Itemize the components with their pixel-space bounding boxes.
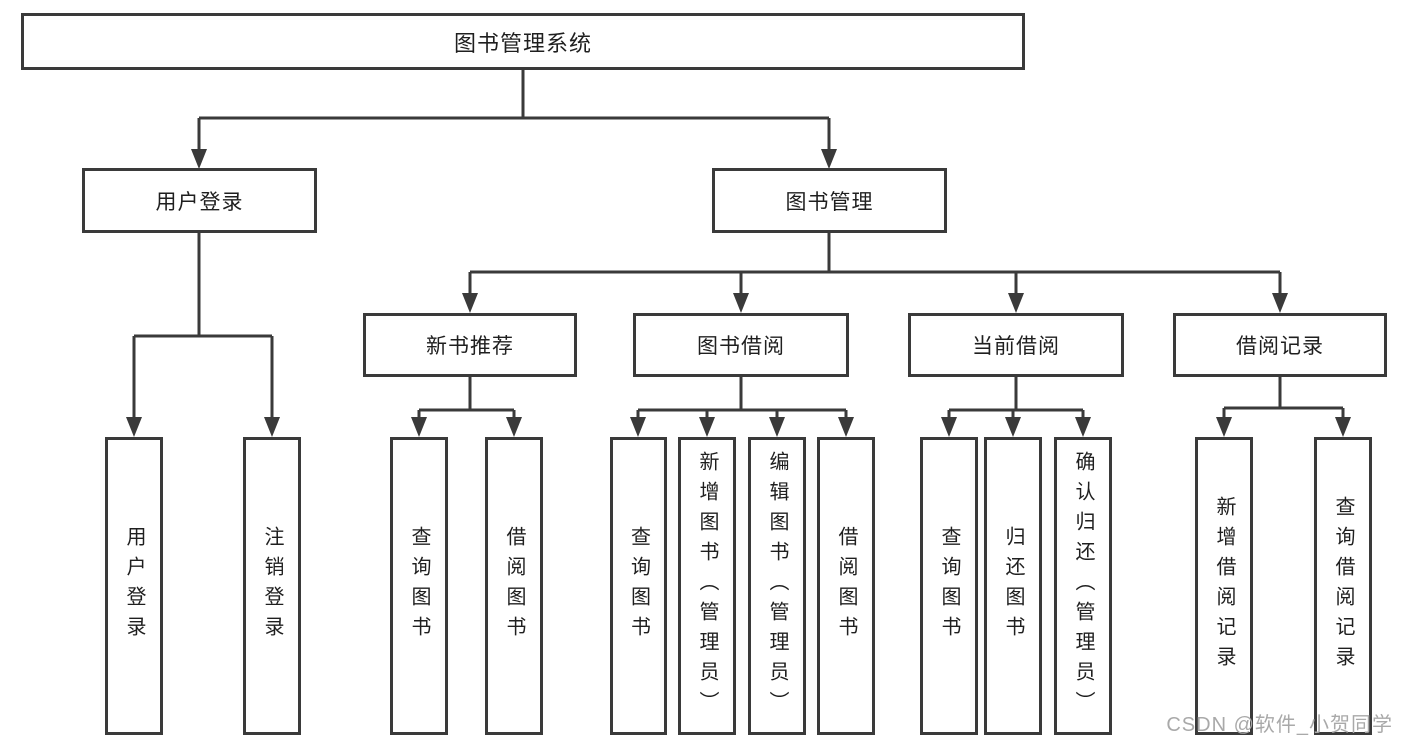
leaf-current-confirm-return-admin: 确认归还（管理员） <box>1054 437 1112 735</box>
arrowhead <box>1008 293 1024 313</box>
leaf-records-add-record: 新增借阅记录 <box>1195 437 1253 735</box>
arrowhead <box>506 417 522 437</box>
leaf-borrow-borrow-books: 借阅图书 <box>817 437 875 735</box>
arrowhead <box>630 417 646 437</box>
node-book-management: 图书管理 <box>712 168 947 233</box>
node-new-book-recommend: 新书推荐 <box>363 313 577 377</box>
arrowhead <box>1335 417 1351 437</box>
leaf-user-login: 用户登录 <box>105 437 163 735</box>
connector-current-branch <box>947 377 1085 420</box>
arrowhead <box>462 293 478 313</box>
connector-recommend-branch <box>417 377 516 420</box>
connector-root-branch <box>197 70 831 151</box>
node-current-borrow: 当前借阅 <box>908 313 1124 377</box>
arrowhead <box>191 149 207 169</box>
leaf-logout: 注销登录 <box>243 437 301 735</box>
arrowhead <box>1216 417 1232 437</box>
arrowhead <box>821 149 837 169</box>
arrowhead <box>126 417 142 437</box>
csdn-watermark: CSDN @软件_小贺同学 <box>1166 714 1393 736</box>
arrowhead <box>838 417 854 437</box>
connector-manage-branch <box>468 233 1282 295</box>
node-borrow-records: 借阅记录 <box>1173 313 1387 377</box>
arrowhead <box>733 293 749 313</box>
connector-records-branch <box>1222 377 1345 420</box>
arrowhead <box>1075 417 1091 437</box>
node-book-borrow: 图书借阅 <box>633 313 849 377</box>
arrowhead <box>411 417 427 437</box>
arrowhead <box>1005 417 1021 437</box>
arrowhead <box>699 417 715 437</box>
leaf-borrow-edit-books-admin: 编辑图书（管理员） <box>748 437 806 735</box>
arrowhead <box>941 417 957 437</box>
connector-login-branch <box>132 233 274 419</box>
leaf-records-query-record: 查询借阅记录 <box>1314 437 1372 735</box>
leaf-borrow-query-books: 查询图书 <box>610 437 667 735</box>
leaf-current-query-books: 查询图书 <box>920 437 978 735</box>
node-user-login: 用户登录 <box>82 168 317 233</box>
node-root: 图书管理系统 <box>21 13 1025 70</box>
leaf-borrow-add-books-admin: 新增图书（管理员） <box>678 437 736 735</box>
connector-borrow-branch <box>636 377 848 420</box>
arrowhead <box>264 417 280 437</box>
arrowhead <box>1272 293 1288 313</box>
leaf-recommend-borrow-books: 借阅图书 <box>485 437 543 735</box>
arrowhead <box>769 417 785 437</box>
leaf-recommend-query-books: 查询图书 <box>390 437 448 735</box>
leaf-current-return-books: 归还图书 <box>984 437 1042 735</box>
